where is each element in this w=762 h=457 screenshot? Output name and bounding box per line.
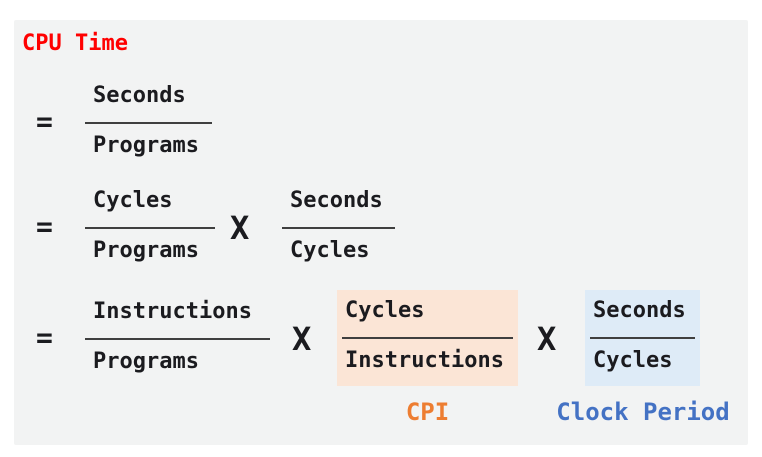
multiply-sign: X	[230, 209, 250, 247]
fraction-bar	[282, 227, 395, 229]
numerator-cycles: Cycles	[345, 298, 425, 323]
denominator-programs: Programs	[93, 349, 199, 374]
fraction-bar	[85, 122, 212, 124]
numerator-instructions: Instructions	[93, 299, 252, 324]
fraction-seconds-per-cycles: Seconds Cycles	[282, 188, 395, 264]
fraction-cycles-per-programs: Cycles Programs	[85, 188, 215, 264]
numerator-cycles: Cycles	[93, 188, 173, 213]
denominator-cycles: Cycles	[593, 348, 673, 373]
cpi-highlight-box: Cycles Instructions	[337, 290, 518, 386]
clock-period-highlight-box: Seconds Cycles	[585, 290, 700, 386]
fraction-bar	[85, 227, 215, 229]
numerator-seconds: Seconds	[593, 298, 686, 323]
multiply-sign: X	[292, 320, 312, 358]
equals-sign-row2: =	[36, 210, 53, 243]
fraction-bar	[342, 337, 513, 339]
equals-sign-row3: =	[36, 321, 53, 354]
fraction-bar	[85, 338, 270, 340]
fraction-seconds-per-programs: Seconds Programs	[85, 83, 212, 159]
formula-panel: CPU Time = Seconds Programs = Cycles Pro…	[14, 20, 748, 445]
fraction-instructions-per-programs: Instructions Programs	[85, 299, 270, 375]
fraction-bar	[590, 337, 695, 339]
denominator-programs: Programs	[93, 238, 199, 263]
denominator-programs: Programs	[93, 133, 199, 158]
denominator-instructions: Instructions	[345, 348, 504, 373]
page-title: CPU Time	[22, 31, 128, 56]
multiply-sign: X	[537, 320, 557, 358]
cpi-label: CPI	[405, 398, 450, 426]
equals-sign-row1: =	[36, 105, 53, 138]
numerator-seconds: Seconds	[290, 188, 383, 213]
clock-period-label: Clock Period	[556, 398, 730, 426]
denominator-cycles: Cycles	[290, 238, 370, 263]
numerator-seconds: Seconds	[93, 83, 186, 108]
